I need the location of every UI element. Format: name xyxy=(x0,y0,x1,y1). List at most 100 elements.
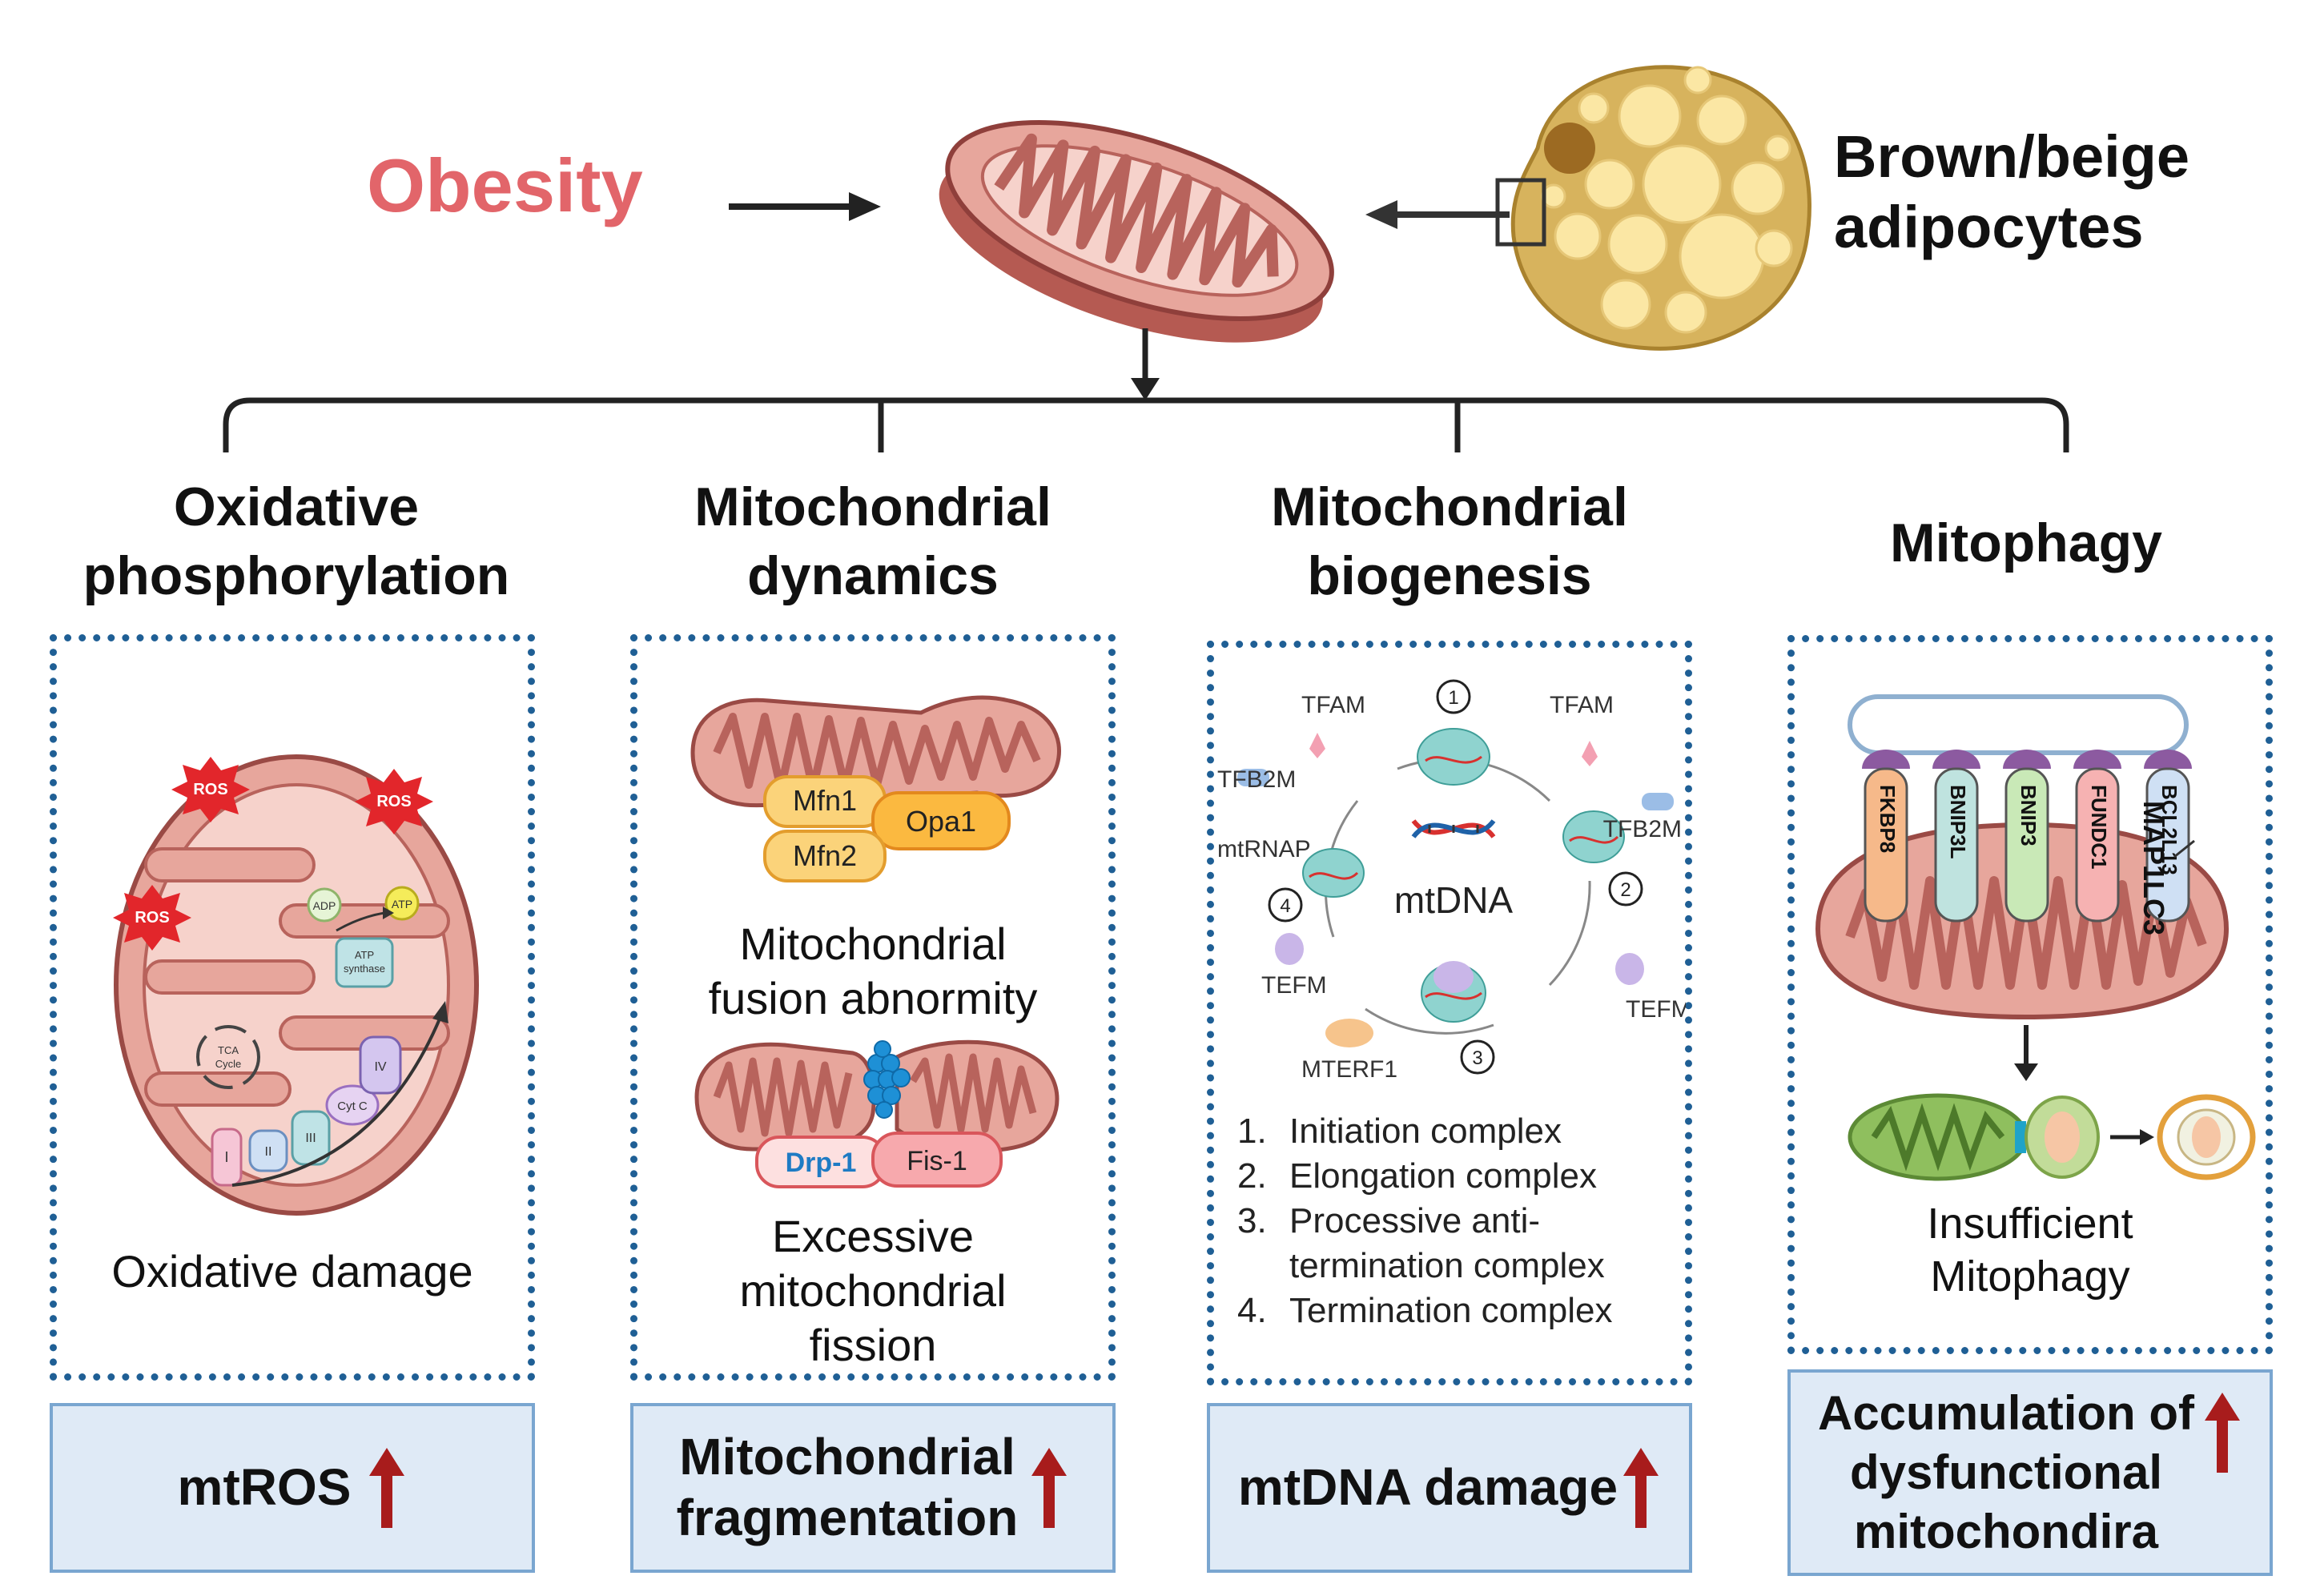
factor-label: TFB2M xyxy=(1217,766,1296,793)
atp-synthase-label-1: ATP xyxy=(355,949,374,961)
factor-label: TEFM xyxy=(1261,972,1327,999)
receptor-fundc1 xyxy=(2075,767,2120,923)
result-text: mtDNA damage xyxy=(1237,1458,1618,1517)
category-line: dynamics xyxy=(747,545,999,606)
factor-label: TFB2M xyxy=(1603,816,1682,842)
ros-label: ROS xyxy=(135,909,169,927)
complex-label: Cyt C xyxy=(337,1100,368,1113)
up-arrow-icon xyxy=(369,1448,405,1528)
left-arrow-icon xyxy=(1365,200,1510,229)
result-text: mtROS xyxy=(177,1458,352,1517)
result-box-fragmentation: Mitochondrial fragmentation xyxy=(630,1403,1116,1573)
fission-illustration: Drp-1 Fis-1 xyxy=(694,1039,1060,1188)
fusion-protein-label: Opa1 xyxy=(906,805,976,838)
step-marker: 4 xyxy=(1280,895,1290,917)
result-text: Mitochondrial fragmentation xyxy=(677,1427,1019,1548)
fusion-protein-label: Mfn2 xyxy=(793,839,857,872)
step-num: 1. xyxy=(1237,1112,1267,1151)
mitophagy-caption: Insufficient Mitophagy xyxy=(1794,1197,2266,1303)
caption-line: mitochondrial xyxy=(739,1265,1007,1316)
atp-synthase-label-2: synthase xyxy=(344,963,385,975)
map1lc3-cap xyxy=(2144,750,2192,769)
step-num: 2. xyxy=(1237,1156,1267,1196)
category-line: Mitophagy xyxy=(1890,513,2162,573)
fusion-caption: Mitochondrial fusion abnormity xyxy=(649,917,1097,1026)
category-line: Mitochondrial xyxy=(694,476,1051,537)
fusion-protein-label: Mfn1 xyxy=(793,784,857,817)
step-marker: 3 xyxy=(1472,1047,1482,1069)
result-box-accumulation: Accumulation of dysfunctional mitochondi… xyxy=(1787,1369,2273,1576)
map1lc3-cap xyxy=(2003,750,2051,769)
receptor-label: FKBP8 xyxy=(1876,785,1900,853)
result-line: Mitochondrial xyxy=(679,1428,1015,1486)
category-line: phosphorylation xyxy=(82,545,510,606)
map1lc3-label: MAP1LC3 xyxy=(2137,801,2170,936)
caption-line: Excessive xyxy=(771,1211,975,1261)
result-line: mitochondira xyxy=(1853,1505,2158,1558)
up-arrow-icon xyxy=(1623,1448,1659,1528)
receptor-label: BNIP3L xyxy=(1946,785,1970,859)
step-text-line: Processive anti- xyxy=(1289,1201,1541,1240)
adipocyte-illustration xyxy=(1495,65,1811,351)
receptor-bnip3 xyxy=(2004,767,2049,923)
branch-connector xyxy=(223,328,2069,452)
ros-burst-icon: ROS xyxy=(171,757,250,822)
dna-icon xyxy=(1411,819,1496,838)
oxphos-caption: Oxidative damage xyxy=(111,1246,473,1296)
factor-label: TFAM xyxy=(1550,692,1614,718)
adipocytes-line2: adipocytes xyxy=(1834,194,2144,260)
result-line: Accumulation of xyxy=(1817,1386,2194,1440)
ros-burst-icon: ROS xyxy=(113,885,191,951)
step-item: 2. Elongation complex xyxy=(1237,1154,1686,1199)
result-box-mtdna: mtDNA damage xyxy=(1207,1403,1692,1573)
map1lc3-cap xyxy=(2073,750,2121,769)
step-text: Processive anti- termination complex xyxy=(1289,1199,1605,1288)
category-line: Oxidative xyxy=(173,476,420,537)
caption-line: Insufficient xyxy=(1927,1200,2133,1248)
factor-label: TEFM xyxy=(1626,996,1686,1023)
tca-label-2: Cycle xyxy=(215,1058,242,1070)
factor-label: mtRNAP xyxy=(1217,836,1311,862)
caption-line: Mitochondrial xyxy=(739,919,1007,969)
step-num: 3. xyxy=(1237,1201,1267,1240)
mitophagy-process xyxy=(1848,1093,2256,1181)
mtdna-label: mtDNA xyxy=(1394,879,1514,921)
category-title-dynamics: Mitochondrial dynamics xyxy=(633,472,1113,610)
category-title-oxphos: Oxidative phosphorylation xyxy=(48,472,545,610)
complex-label: I xyxy=(224,1149,228,1165)
adipocytes-line1: Brown/beige xyxy=(1834,123,2190,190)
right-arrow-icon xyxy=(729,192,881,221)
biogenesis-cycle: mtDNA 1 2 3 4 TFAM TFAM TFB2M TFB2M xyxy=(1217,679,1686,1081)
category-line: biogenesis xyxy=(1307,545,1592,606)
map1lc3-cap xyxy=(1932,750,1980,769)
step-num: 4. xyxy=(1237,1291,1267,1330)
ros-label: ROS xyxy=(193,781,227,798)
step-text-line: termination complex xyxy=(1289,1246,1605,1285)
step-item: 1. Initiation complex xyxy=(1237,1109,1686,1154)
receptor-label: BNIP3 xyxy=(2017,785,2041,846)
up-arrow-icon xyxy=(2205,1393,2240,1473)
central-mitochondrion xyxy=(939,119,1334,343)
step-item: 3. Processive anti- termination complex xyxy=(1237,1199,1686,1288)
result-box-mtros: mtROS xyxy=(50,1403,535,1573)
obesity-label: Obesity xyxy=(367,143,643,227)
receptor-bnip3l xyxy=(1934,767,1979,923)
step-text: Initiation complex xyxy=(1289,1112,1562,1151)
step-item: 4. Termination complex xyxy=(1237,1288,1686,1333)
adp-label: ADP xyxy=(313,899,336,912)
fission-caption: Excessive mitochondrial fission xyxy=(649,1209,1097,1373)
fission-protein-label: Drp-1 xyxy=(786,1148,857,1178)
result-line: dysfunctional xyxy=(1849,1445,2162,1499)
step-text: Termination complex xyxy=(1289,1291,1613,1330)
oxphos-illustration: ROS ROS ROS ADP ATP ATP synthase TCA Cyc… xyxy=(113,754,479,1216)
down-arrow-icon xyxy=(1131,378,1160,400)
caption-line: Mitophagy xyxy=(1930,1252,2130,1301)
category-title-mitophagy: Mitophagy xyxy=(1794,509,2258,577)
complex-label: IV xyxy=(374,1060,386,1074)
factor-label: TFAM xyxy=(1301,692,1365,718)
step-marker: 2 xyxy=(1620,879,1630,901)
tca-label-1: TCA xyxy=(218,1044,239,1056)
fission-protein-label: Fis-1 xyxy=(907,1146,967,1176)
biogenesis-step-list: 1. Initiation complex 2. Elongation comp… xyxy=(1237,1109,1686,1333)
